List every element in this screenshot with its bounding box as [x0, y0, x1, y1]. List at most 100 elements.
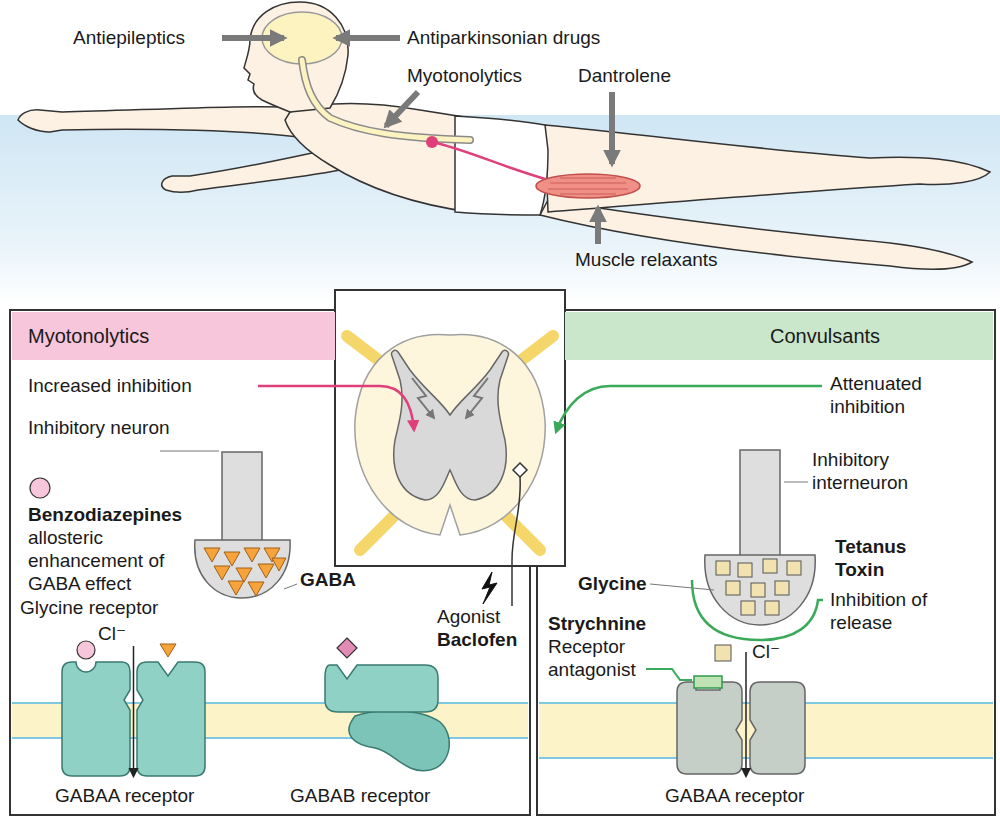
gaba-b-receptor — [325, 665, 438, 712]
text-label: GABA — [300, 568, 356, 591]
leader-line — [650, 584, 714, 590]
benzodiazepine-symbol — [30, 478, 50, 498]
spinal-cord-section — [355, 334, 545, 535]
gaba-molecule — [204, 548, 220, 562]
gaba-molecule — [236, 568, 252, 582]
glycine-molecule — [751, 583, 765, 597]
inhibitory-interneuron — [705, 555, 815, 625]
text-label: GABAA receptor — [55, 784, 194, 807]
gaba-molecule — [228, 581, 244, 595]
glycine-molecule — [787, 561, 801, 575]
text-label: Increased inhibition — [28, 374, 192, 397]
drug-arrow — [609, 92, 615, 164]
chloride-flow-arrow — [745, 652, 747, 776]
glycine-molecule — [738, 563, 752, 577]
glycine-molecule — [741, 601, 755, 615]
text-label: Glycine — [578, 572, 647, 595]
text-label: Dantrolene — [578, 64, 671, 87]
gaba-molecule — [244, 548, 260, 562]
text-label: Cl⁻ — [752, 640, 780, 663]
panel-outline — [10, 290, 995, 815]
gaba-a-receptor — [137, 662, 205, 776]
text-label: Benzodiazepines — [28, 503, 182, 526]
text-label: Glycine receptor — [20, 596, 158, 619]
signal-zigzag — [412, 378, 488, 418]
gaba-molecule — [224, 552, 240, 566]
text-label: GABAB receptor — [290, 784, 430, 807]
text-label: Baclofen — [437, 628, 517, 651]
glycine-molecule — [726, 581, 740, 595]
text-label: Inhibition of release — [830, 588, 930, 634]
leader-line — [284, 584, 297, 589]
tetanus-toxin-block — [692, 580, 823, 640]
drug-arrow — [595, 208, 601, 244]
glycine-molecule — [716, 561, 730, 575]
inhibitory-neuron — [195, 452, 290, 598]
gaba-b-receptor — [349, 711, 449, 771]
gaba-b-receptor — [325, 665, 449, 771]
panel-heading: Myotonolytics — [12, 312, 335, 360]
strychnine-leader — [646, 669, 692, 680]
motor-axon — [512, 477, 520, 606]
text-label: Muscle relaxants — [575, 248, 718, 271]
text-label: Antiparkinsonian drugs — [407, 26, 600, 49]
gaba-molecule — [214, 566, 230, 580]
thigh-muscle — [536, 174, 640, 198]
attenuate-arrow — [556, 386, 822, 432]
text-label: Tetanus Toxin — [835, 535, 945, 581]
glycine-receptor — [677, 682, 805, 774]
inhibitory-neuron — [195, 540, 290, 598]
text-label: Cl⁻ — [98, 622, 126, 645]
benzodiazepine-ligand — [77, 641, 95, 659]
lightning-symbol — [482, 572, 497, 604]
nerve-root — [360, 515, 395, 550]
drug-arrow — [222, 38, 612, 244]
text-label: Agonist — [437, 605, 500, 628]
glycine-molecule — [763, 559, 777, 573]
glycine-molecule — [765, 601, 779, 615]
head — [244, 2, 348, 112]
gaba-molecule — [248, 582, 264, 596]
glycine-receptor — [750, 682, 805, 774]
thigh-muscle — [548, 178, 628, 194]
gaba-a-receptor — [62, 662, 130, 776]
drug-arrow — [386, 92, 418, 126]
glycine-molecule — [775, 581, 789, 595]
text-label: Myotonolytics — [407, 64, 522, 87]
leader-line — [160, 451, 219, 452]
text-label: allosteric enhancement of GABA effect — [28, 526, 200, 595]
leader-line — [784, 482, 808, 483]
text-label: Receptor antagonist — [548, 635, 658, 681]
inhibitory-interneuron — [705, 450, 815, 625]
increase-arrow — [258, 386, 414, 430]
panel: Convulsants — [537, 310, 995, 815]
text-label: Antiepileptics — [73, 26, 185, 49]
gaba-ligand — [160, 644, 176, 657]
gray-matter — [392, 350, 509, 500]
text-label: Inhibitory neuron — [28, 416, 178, 439]
baclofen-ligand — [337, 638, 357, 658]
text-label: Inhibitory interneuron — [812, 448, 962, 494]
panel-outline — [335, 290, 565, 566]
glycine-ligand — [715, 645, 731, 661]
nerve-root — [505, 515, 540, 550]
glycine-receptor — [677, 682, 742, 774]
upper-arm — [18, 107, 310, 138]
chloride-flow-arrow — [133, 646, 135, 776]
gaba-molecule — [204, 548, 286, 596]
signal-zigzag — [412, 378, 434, 418]
strychnine-blocker — [694, 676, 722, 688]
gaba-molecule — [258, 564, 274, 578]
motor-neuron-diamond — [513, 463, 527, 477]
panel-outline — [537, 310, 995, 815]
drug-arrow — [336, 35, 400, 41]
torso — [285, 103, 470, 212]
drug-arrow — [222, 35, 284, 41]
text-label: GABAA receptor — [665, 784, 804, 807]
thigh-muscle — [536, 174, 640, 198]
text-label: Strychnine — [548, 612, 646, 635]
signal-zigzag — [466, 378, 488, 418]
glycine-molecule — [716, 559, 801, 615]
